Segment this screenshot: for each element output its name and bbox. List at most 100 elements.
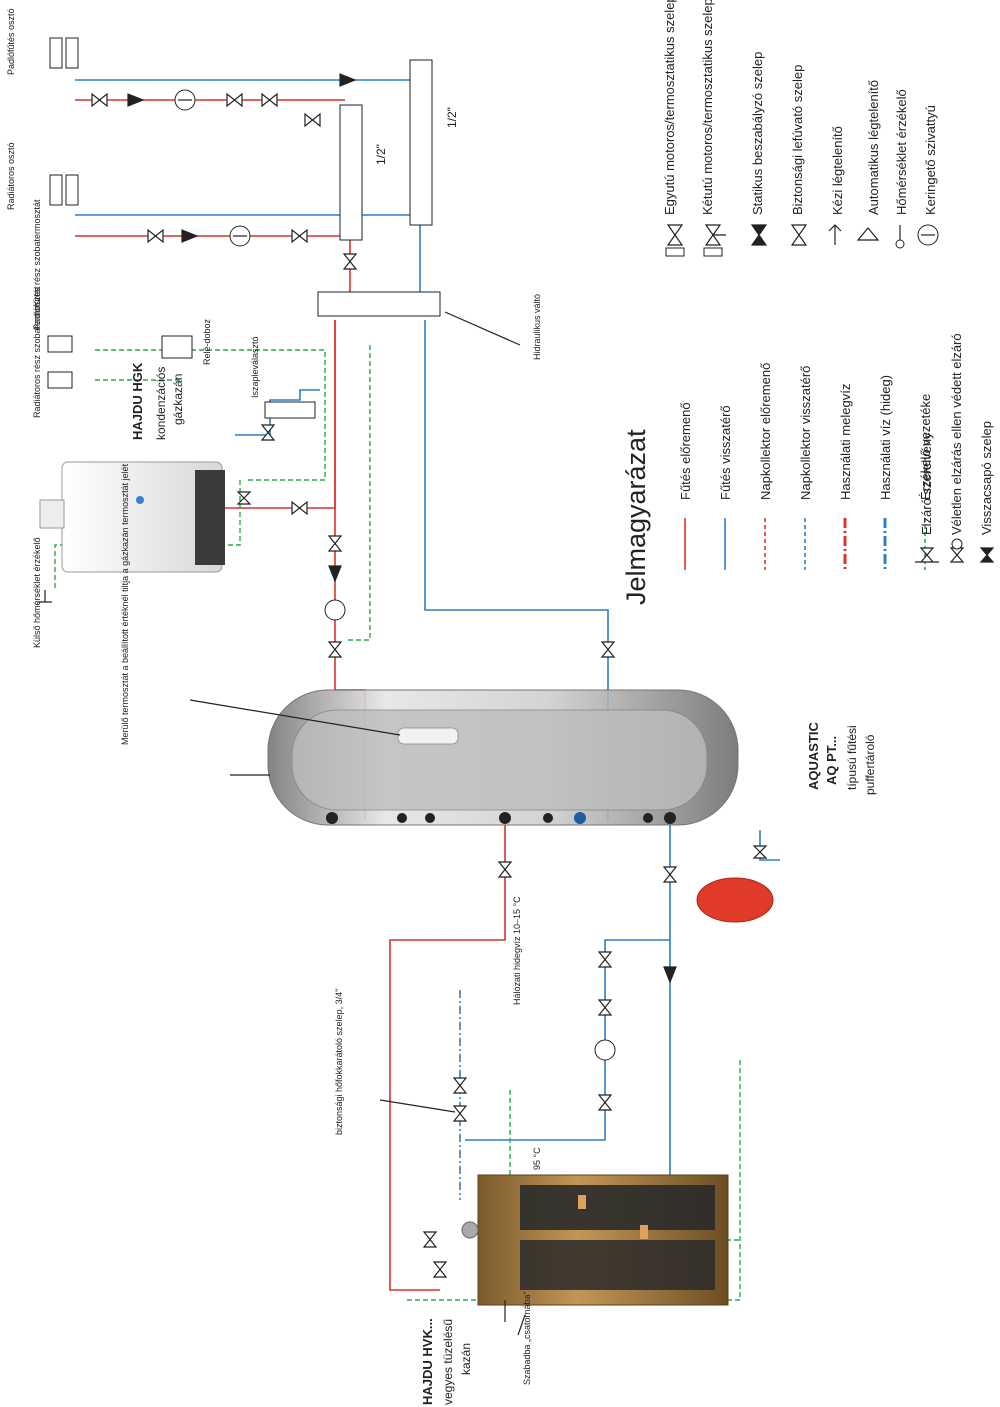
buffer-desc: típusú fűtési [845, 725, 859, 790]
balancing-valve-icon [750, 224, 768, 246]
drain-label: Szabadba „csatornába" [522, 1291, 532, 1385]
legend-title: Jelmagyarázat [621, 429, 651, 605]
temp-label: 95 °C [532, 1147, 542, 1170]
gate-valve-icon [432, 1261, 448, 1278]
legend-symbol-label: Visszacsapó szelep [979, 421, 994, 535]
check-valve-icon [663, 966, 677, 984]
check-valve-icon [181, 229, 199, 243]
gate-valve-icon [261, 92, 278, 108]
legend: Jelmagyarázat Fűtés előremenő Fűtés vissz… [621, 0, 995, 605]
pipe-size-label: 1/2" [445, 107, 459, 128]
pipe-size-label: 1/2" [374, 144, 388, 165]
safety-valve-note: biztonsági hőfokkarátoló szelep, 3/4" [334, 989, 344, 1135]
radiator-thermostat [47, 371, 73, 389]
auto-vent-icon [856, 227, 880, 241]
gate-valve-icon [497, 861, 513, 878]
radiator-thermostat-label: Radiátoros rész szobatermosztát [32, 286, 42, 418]
solid-boiler-title: HAJDU HVK... [420, 1318, 435, 1405]
floor-thermostat [47, 335, 73, 353]
relay-box-label: Relé-doboz [202, 318, 212, 365]
three-way-valve-icon [703, 224, 726, 257]
floor-distributor-label: Padlófűtés osztó [6, 8, 16, 75]
legend-symbol-label: Hőmérséklet érzékelő [894, 89, 909, 215]
two-way-valve-icon [665, 224, 685, 257]
pump-icon [594, 1039, 616, 1061]
buffer-title: AQUASTIC [806, 722, 821, 791]
manifold-right [409, 59, 433, 226]
gate-valve-icon [91, 92, 108, 108]
temp-sensor-icon [895, 225, 905, 249]
dirt-separator [264, 401, 316, 419]
legend-symbol-label: Statikus beszabályzó szelep [750, 52, 765, 215]
pump-icon [174, 89, 196, 111]
buffer-tank [267, 689, 739, 826]
outdoor-sensor-label: Külső hőmérséklet érzékelő [32, 537, 42, 648]
protected-valve-icon [662, 866, 678, 883]
solid-boiler-desc: kazán [459, 1343, 473, 1375]
gas-boiler-desc: gázkazán [171, 374, 185, 425]
floor-heating-distributor: Padlófűtés osztó [6, 8, 79, 75]
legend-symbol-label: Egyutú motoros/termosztatikus szelep [662, 0, 677, 215]
thermostat-note: Merülő termosztát a beállított értéknél … [120, 463, 130, 745]
protected-valve-icon [752, 845, 768, 859]
check-valve-icon [328, 565, 342, 583]
gate-valve-icon [600, 641, 616, 658]
legend-symbol-list: Elzáró szerelvény Véletlen elzárás ellen … [919, 333, 994, 535]
hydraulic-separator-label: Hidraulikus váltó [532, 294, 542, 360]
legend-symbol-label: Biztonsági lefúvató szelep [790, 65, 805, 215]
legend-line-label: Használati víz (hideg) [878, 375, 893, 500]
safety-valve-icon [422, 1231, 438, 1248]
gate-valve-icon [915, 547, 939, 563]
legend-symbol-label: Elzáró szerelvény [919, 432, 934, 535]
legend-symbol-label: Keringető szivattyú [923, 105, 938, 215]
solid-boiler-desc: vegyes tüzelésű [441, 1319, 455, 1405]
gate-valve-icon [452, 1105, 468, 1122]
radiator-distributor: Radiátoros osztó [6, 142, 79, 210]
dirt-separator-label: Iszapleválasztó [250, 336, 260, 398]
legend-symbol-label: Automatikus légtelenítő [866, 80, 881, 215]
pump-icon [324, 599, 346, 621]
pump-icon [229, 225, 251, 247]
legend-line-label: Érzékelő vezetéke [918, 394, 933, 500]
hydraulic-separator [317, 291, 441, 317]
legend-symbol-label: Véletlen elzárás ellen védett elzáró [949, 333, 964, 535]
gate-valve-icon [147, 228, 164, 244]
gas-boiler-desc: kondenzációs [154, 367, 168, 440]
gas-boiler-title: HAJDU HGK [130, 362, 145, 440]
gate-valve-icon [597, 951, 613, 968]
legend-symbol-label: Kézi légtelenítő [830, 126, 845, 215]
gate-valve-icon [452, 1077, 468, 1094]
buffer-title: AQ PT... [824, 736, 839, 785]
floor-thermostat-label: Padlófűtés rész szobatermosztát [32, 199, 42, 330]
legend-line-label: Használati melegvíz [838, 384, 853, 500]
solid-fuel-boiler [461, 1174, 729, 1306]
gate-valve-icon [597, 1094, 613, 1111]
check-valve-icon [339, 73, 357, 87]
legend-line-label: Fűtés előremenő [678, 402, 693, 500]
gate-valve-icon [597, 999, 613, 1016]
pump-icon [917, 224, 939, 246]
gate-valve-icon [327, 535, 343, 552]
legend-line-list: Fűtés előremenő Fűtés visszatérő Napkollek… [678, 363, 933, 570]
legend-line-label: Napkollektor előremenő [758, 363, 773, 500]
buffer-desc: puffertároló [863, 734, 877, 795]
gate-valve-icon [342, 253, 358, 270]
check-valve-icon [127, 93, 145, 107]
gate-valve-icon [304, 112, 321, 128]
protected-valve-icon [949, 538, 965, 563]
legend-line-label: Fűtés visszatérő [718, 405, 733, 500]
legend-symbol-label: Kétutú motoros/termosztatikus szelep [700, 0, 715, 215]
expansion-vessel [696, 877, 774, 923]
cold-water-label: Hálózati hidegvíz 10–15 °C [512, 896, 522, 1005]
radiator-distributor-label: Radiátoros osztó [6, 142, 16, 210]
manual-vent-icon [828, 224, 842, 245]
gate-valve-icon [260, 424, 276, 441]
legend-symbol-list: Egyutú motoros/termosztatikus szelep Kétu… [662, 0, 938, 215]
gate-valve-icon [226, 92, 243, 108]
relay-box [161, 335, 193, 359]
safety-valve-icon [790, 224, 808, 246]
legend-line-label: Napkollektor visszatérő [798, 366, 813, 500]
safety-valve-icon [236, 491, 252, 505]
manifold-left [339, 104, 363, 241]
